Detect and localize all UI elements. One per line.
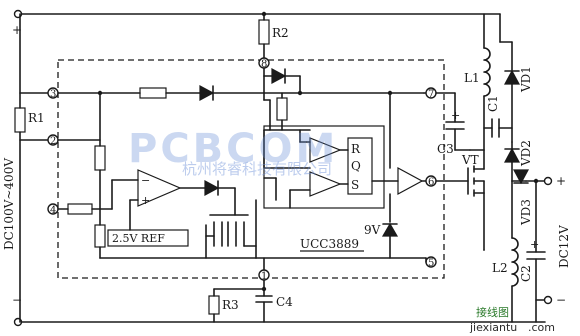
bootstrap-diode — [263, 67, 303, 96]
svg-text:4: 4 — [50, 205, 56, 216]
l1-inductor — [483, 13, 491, 151]
output-plus-label: + — [556, 174, 566, 188]
vt-label: VT — [461, 153, 479, 167]
top-positive-rail — [13, 9, 501, 19]
svg-text:+: + — [141, 194, 150, 207]
pin-7: 7 — [423, 87, 437, 100]
output-voltage-label: DC12V — [557, 225, 571, 268]
r1-label: R1 — [28, 111, 45, 125]
rs-latch — [347, 137, 373, 195]
c1-capacitor — [483, 118, 513, 138]
c4-capacitor — [255, 295, 273, 323]
svg-text:−: − — [141, 174, 150, 187]
c2-capacitor: + — [526, 178, 546, 323]
input-plus-label: + — [12, 23, 22, 37]
input-voltage-label: DC100V~400V — [2, 158, 16, 250]
r1-resistor — [14, 13, 26, 323]
r2-label: R2 — [272, 26, 289, 40]
l2-label: L2 — [492, 261, 508, 275]
vt-mosfet — [435, 149, 485, 251]
reference-label: 2.5V REF — [112, 232, 165, 245]
svg-text:1: 1 — [261, 271, 267, 282]
output-minus-label: − — [556, 293, 566, 307]
watermark-chinese: 杭州将睿科技有限公司 — [182, 160, 332, 178]
error-amplifier: − + — [111, 169, 236, 231]
zener-label: 9V — [364, 223, 381, 237]
svg-text:2: 2 — [50, 136, 56, 147]
reference-block — [107, 229, 189, 247]
c3-capacitor: + — [435, 92, 471, 151]
l1-label: L1 — [464, 71, 480, 85]
pin-3: 3 — [19, 87, 59, 100]
internal-ground — [255, 257, 427, 271]
watermark-footer-domain: jiexiantu — [469, 321, 517, 334]
output-negative — [535, 295, 553, 305]
svg-text:7: 7 — [428, 89, 434, 100]
watermark-footer-cn: 接线图 — [476, 305, 509, 319]
comparator-upper — [299, 129, 349, 163]
l2-inductor — [483, 180, 519, 323]
vd2-diode — [503, 141, 521, 182]
vd3-label: VD3 — [519, 199, 533, 226]
ic-label: UCC3889 — [300, 237, 359, 251]
watermark-main: PCBCOM — [128, 126, 338, 172]
vd2-label: VD2 — [519, 140, 533, 167]
zener-diode — [381, 193, 399, 259]
vd1-diode — [499, 13, 521, 143]
svg-text:8: 8 — [261, 59, 267, 70]
c2-label: C2 — [519, 265, 533, 282]
pin-5: 5 — [425, 256, 437, 269]
svg-text:3: 3 — [50, 89, 56, 100]
c1-label: C1 — [486, 95, 500, 112]
output-buffer — [371, 90, 427, 196]
internal-block-outline — [263, 125, 385, 209]
input-minus-label: − — [12, 293, 22, 307]
bottom-negative-rail — [13, 317, 546, 327]
svg-text:+: + — [451, 109, 460, 122]
pin-2: 2 — [19, 134, 59, 147]
sense-resistor — [57, 92, 106, 259]
c4-label: C4 — [276, 295, 293, 309]
internal-transistors — [99, 187, 257, 259]
pin3-feed — [57, 84, 425, 102]
latch-q: Q — [351, 159, 361, 173]
watermark-footer-com: .com — [528, 321, 555, 334]
controller-boundary — [57, 59, 445, 279]
comparator-lower — [263, 167, 349, 209]
pin-1: 1 — [258, 269, 270, 297]
r3-label: R3 — [222, 298, 239, 312]
vd3-diode — [511, 169, 553, 186]
pin-6: 6 — [425, 175, 437, 188]
pin-4: 4 — [47, 203, 113, 216]
svg-text:+: + — [530, 238, 539, 251]
c3-label: C3 — [437, 142, 454, 156]
vd1-label: VD1 — [519, 66, 533, 93]
latch-s: S — [351, 178, 359, 192]
svg-text:5: 5 — [428, 258, 434, 269]
svg-text:6: 6 — [428, 177, 434, 188]
latch-r: R — [351, 142, 361, 156]
r2-resistor — [258, 11, 270, 59]
r3-resistor — [208, 286, 267, 323]
